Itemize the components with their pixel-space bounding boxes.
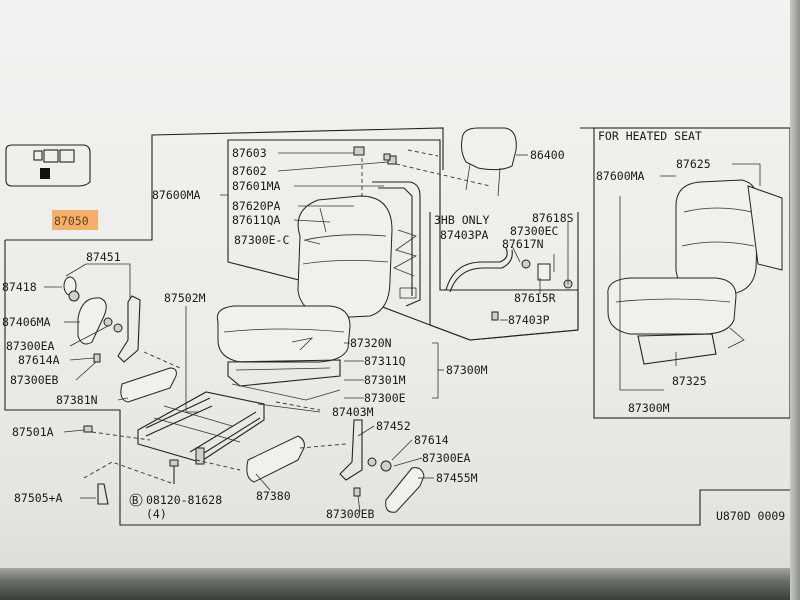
thumbnail-navigator[interactable]	[5, 144, 91, 187]
side-cover-left[interactable]	[120, 367, 177, 403]
monitor-bezel-bottom	[0, 568, 800, 600]
label-heated-87600MA: 87600MA	[596, 169, 645, 183]
headrest-part[interactable]	[461, 127, 517, 197]
highlighted-part-box	[52, 210, 98, 230]
label-heated-87325: 87325	[672, 374, 707, 388]
label-87452: 87452	[376, 419, 411, 433]
label-87403M: 87403M	[332, 405, 374, 419]
cushion-frame[interactable]	[227, 359, 341, 401]
label-87505A: 87505+A	[14, 491, 63, 505]
monitor-bezel-right	[790, 0, 800, 600]
label-87403P: 87403P	[508, 313, 550, 327]
label-87301M: 87301M	[364, 373, 406, 387]
recliner-lever-left[interactable]	[63, 276, 141, 363]
label-87603: 87603	[232, 146, 267, 160]
bolt-marker: B	[132, 495, 138, 507]
label-87311Q: 87311Q	[364, 354, 406, 368]
label-87455M: 87455M	[436, 471, 478, 485]
label-3hb-only: 3HB ONLY	[434, 213, 489, 227]
label-87620PA: 87620PA	[232, 199, 281, 213]
label-87406MA: 87406MA	[2, 315, 51, 329]
label-87601MA: 87601MA	[232, 179, 281, 193]
label-87451: 87451	[86, 250, 121, 264]
label-87380: 87380	[256, 489, 291, 503]
label-87501A: 87501A	[12, 425, 54, 439]
label-87611QA: 87611QA	[232, 213, 281, 227]
leader-lines	[44, 149, 761, 513]
seat-rails[interactable]	[137, 391, 265, 465]
backrest-clips[interactable]	[353, 146, 397, 165]
label-87602: 87602	[232, 164, 267, 178]
label-87300E-C: 87300E-C	[234, 233, 289, 247]
label-87300E: 87300E	[364, 391, 406, 405]
label-87300M-center: 87300M	[446, 363, 488, 377]
heated-seat-assembly[interactable]	[607, 179, 783, 365]
label-87300EC: 87300EC	[510, 224, 559, 238]
label-87615R: 87615R	[514, 291, 556, 305]
label-87614: 87614	[414, 433, 449, 447]
label-heated-seat-note: FOR HEATED SEAT	[598, 129, 702, 143]
label-86400: 86400	[530, 148, 565, 162]
part-labels[interactable]: 87600MA 87603 87602 87601MA 87620PA 8761…	[2, 129, 785, 523]
label-87618S: 87618S	[532, 211, 574, 225]
mounting-bolt[interactable]	[169, 459, 179, 484]
recliner-hardware-right[interactable]	[83, 419, 425, 513]
label-87300EA-left: 87300EA	[6, 339, 55, 353]
label-87614A: 87614A	[18, 353, 60, 367]
label-87300EA-right: 87300EA	[422, 451, 471, 465]
label-87300EB-left: 87300EB	[10, 373, 59, 387]
label-87617N: 87617N	[502, 237, 544, 251]
label-heated-87625: 87625	[676, 157, 711, 171]
main-frame	[5, 127, 444, 241]
label-87502M: 87502M	[164, 291, 206, 305]
label-bolt-code: 08120-81628	[146, 493, 222, 507]
label-87600MA: 87600MA	[152, 188, 201, 202]
backrest-metal-frame[interactable]	[372, 181, 421, 307]
outer-cover-87380[interactable]	[246, 435, 305, 483]
figure-code: U870D 0009	[716, 509, 785, 523]
seat-cushion[interactable]	[216, 305, 351, 363]
label-heated-87300M: 87300M	[628, 401, 670, 415]
label-bolt-qty: (4)	[146, 507, 167, 521]
label-87381N: 87381N	[56, 393, 98, 407]
label-87418: 87418	[2, 280, 37, 294]
label-87320N: 87320N	[350, 336, 392, 350]
lever-cable[interactable]	[445, 247, 573, 321]
main-frame-bottom	[4, 240, 790, 526]
label-87300EB-right: 87300EB	[326, 507, 375, 521]
hb-only-frame	[429, 212, 579, 341]
highlighted-part-number[interactable]: 87050	[54, 214, 89, 228]
label-87403PA: 87403PA	[440, 228, 489, 242]
seat-backrest[interactable]	[297, 195, 393, 319]
